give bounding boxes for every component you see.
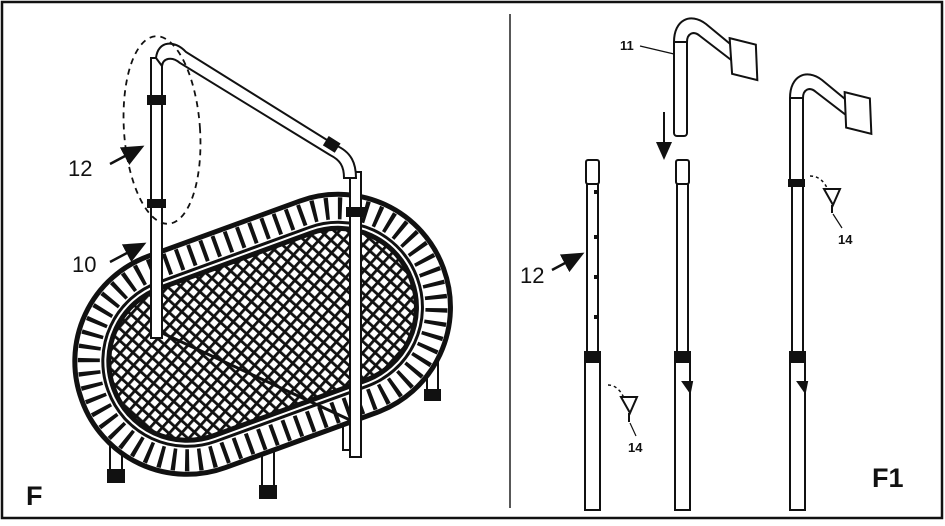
step3-tube-assembly [788,73,873,511]
handle-bar [147,42,365,458]
knob-screw-step1: 14 [607,384,643,455]
detail-highlight-ellipse [122,35,202,225]
handle-piece-11 [672,17,759,137]
callout-arrow-10 [109,242,147,264]
jumping-mat [106,225,419,443]
knob-screw-step3: 14 [809,175,853,247]
callout-label-11: 11 [620,38,634,53]
panel-label-f1: F1 [872,463,904,493]
spring-ring [77,197,448,472]
panel-label-f: F [26,481,43,511]
callout-arrow-12 [109,145,145,166]
trampoline-illustration: 12 10 F [26,35,453,511]
callout-label-10: 10 [72,252,96,277]
assembly-steps: 12 14 11 [520,17,904,511]
svg-text:14: 14 [628,440,643,455]
callout-label-12-f1: 12 [520,263,544,288]
svg-text:14: 14 [838,232,853,247]
step2-tube-assembly [674,159,694,511]
callout-label-12: 12 [68,156,92,181]
callout-arrow-12-f1 [551,252,585,273]
step1-tube-assembly [584,159,601,511]
